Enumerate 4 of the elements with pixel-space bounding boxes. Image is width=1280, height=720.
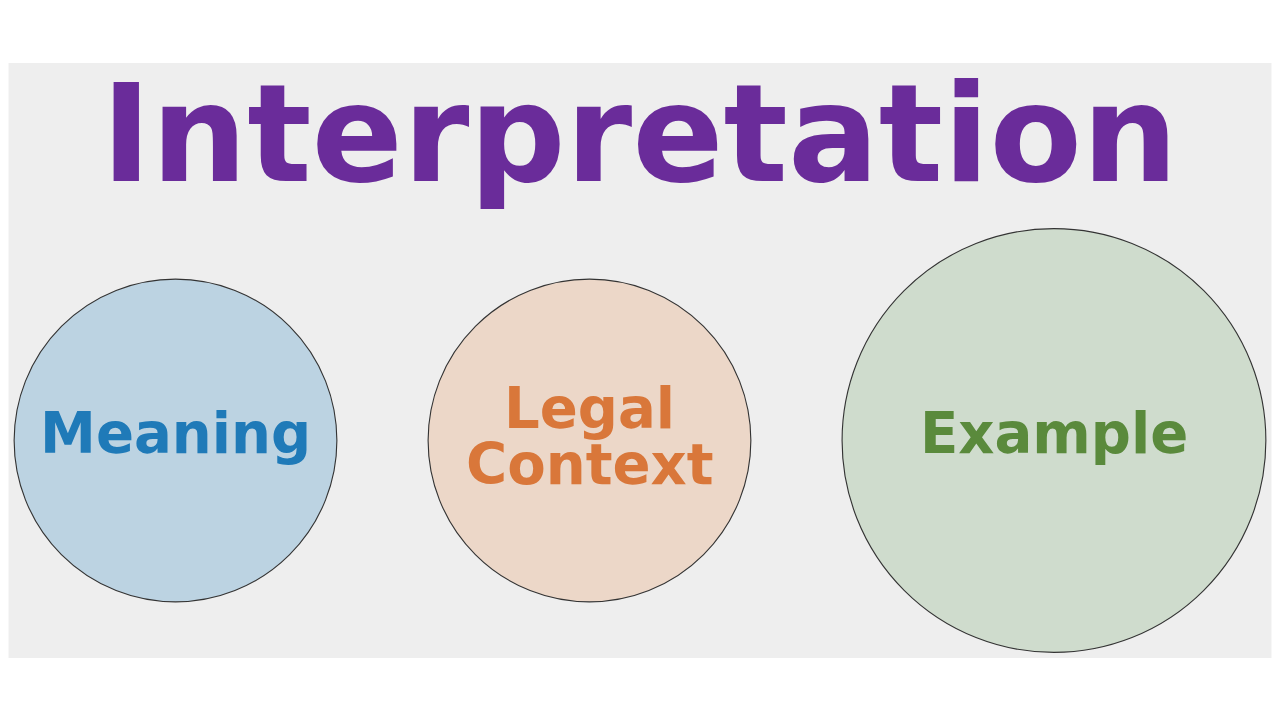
diagram-title: Interpretation [101,55,1178,213]
node-circle: Meaning [13,278,338,602]
node-circle: Example [841,227,1267,653]
node-circle: Legal Context [427,278,752,602]
